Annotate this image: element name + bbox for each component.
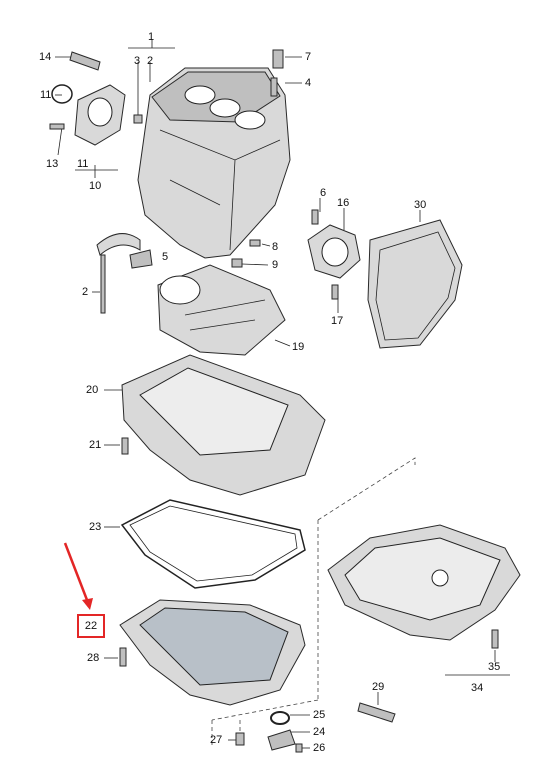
leader-lines <box>55 40 510 749</box>
callout-30: 30 <box>414 199 427 211</box>
engine-cover-34 <box>327 524 521 649</box>
callout-22: 22 <box>84 620 98 632</box>
callout-25: 25 <box>313 709 326 721</box>
callout-17: 17 <box>331 315 344 327</box>
callout-9: 9 <box>272 259 279 271</box>
callout-20: 20 <box>86 384 99 396</box>
lower-oil-pan <box>119 599 306 706</box>
callout-11-bottom: 11 <box>77 158 89 170</box>
seal-housing-right <box>307 224 361 300</box>
highlighted-callout-22: 22 <box>77 614 105 638</box>
bearing-parts <box>96 209 319 314</box>
callout-2-bottom: 2 <box>82 286 89 298</box>
callout-28: 28 <box>87 652 100 664</box>
callout-19: 19 <box>292 341 305 353</box>
callout-34: 34 <box>471 682 484 694</box>
callout-16: 16 <box>337 197 350 209</box>
callout-8: 8 <box>272 241 279 253</box>
callout-10: 10 <box>89 180 102 192</box>
callout-27: 27 <box>210 734 223 746</box>
callout-24: 24 <box>313 726 326 738</box>
callout-13: 13 <box>46 158 59 170</box>
seal-housing-left <box>49 84 126 146</box>
highlight-arrow <box>63 542 93 610</box>
gasket-30 <box>367 219 463 349</box>
assembly-guides <box>211 457 416 745</box>
callout-4: 4 <box>305 77 312 89</box>
callout-11-top: 11 <box>40 89 52 101</box>
callout-21: 21 <box>89 439 102 451</box>
callout-14: 14 <box>39 51 52 63</box>
callout-2-top: 2 <box>147 55 154 67</box>
callout-5: 5 <box>162 251 169 263</box>
callout-7: 7 <box>305 51 312 63</box>
callout-35: 35 <box>488 661 501 673</box>
small-parts-top <box>69 49 284 124</box>
upper-oil-pan <box>121 354 326 496</box>
small-parts-bottom <box>235 702 396 753</box>
callout-23: 23 <box>89 521 102 533</box>
callout-6: 6 <box>320 187 327 199</box>
gasket-23 <box>120 499 306 589</box>
oil-pump-module <box>157 264 286 356</box>
callout-26: 26 <box>313 742 326 754</box>
engine-block <box>137 67 291 259</box>
callout-29: 29 <box>372 681 385 693</box>
callout-3: 3 <box>134 55 141 67</box>
callout-1: 1 <box>148 31 155 43</box>
